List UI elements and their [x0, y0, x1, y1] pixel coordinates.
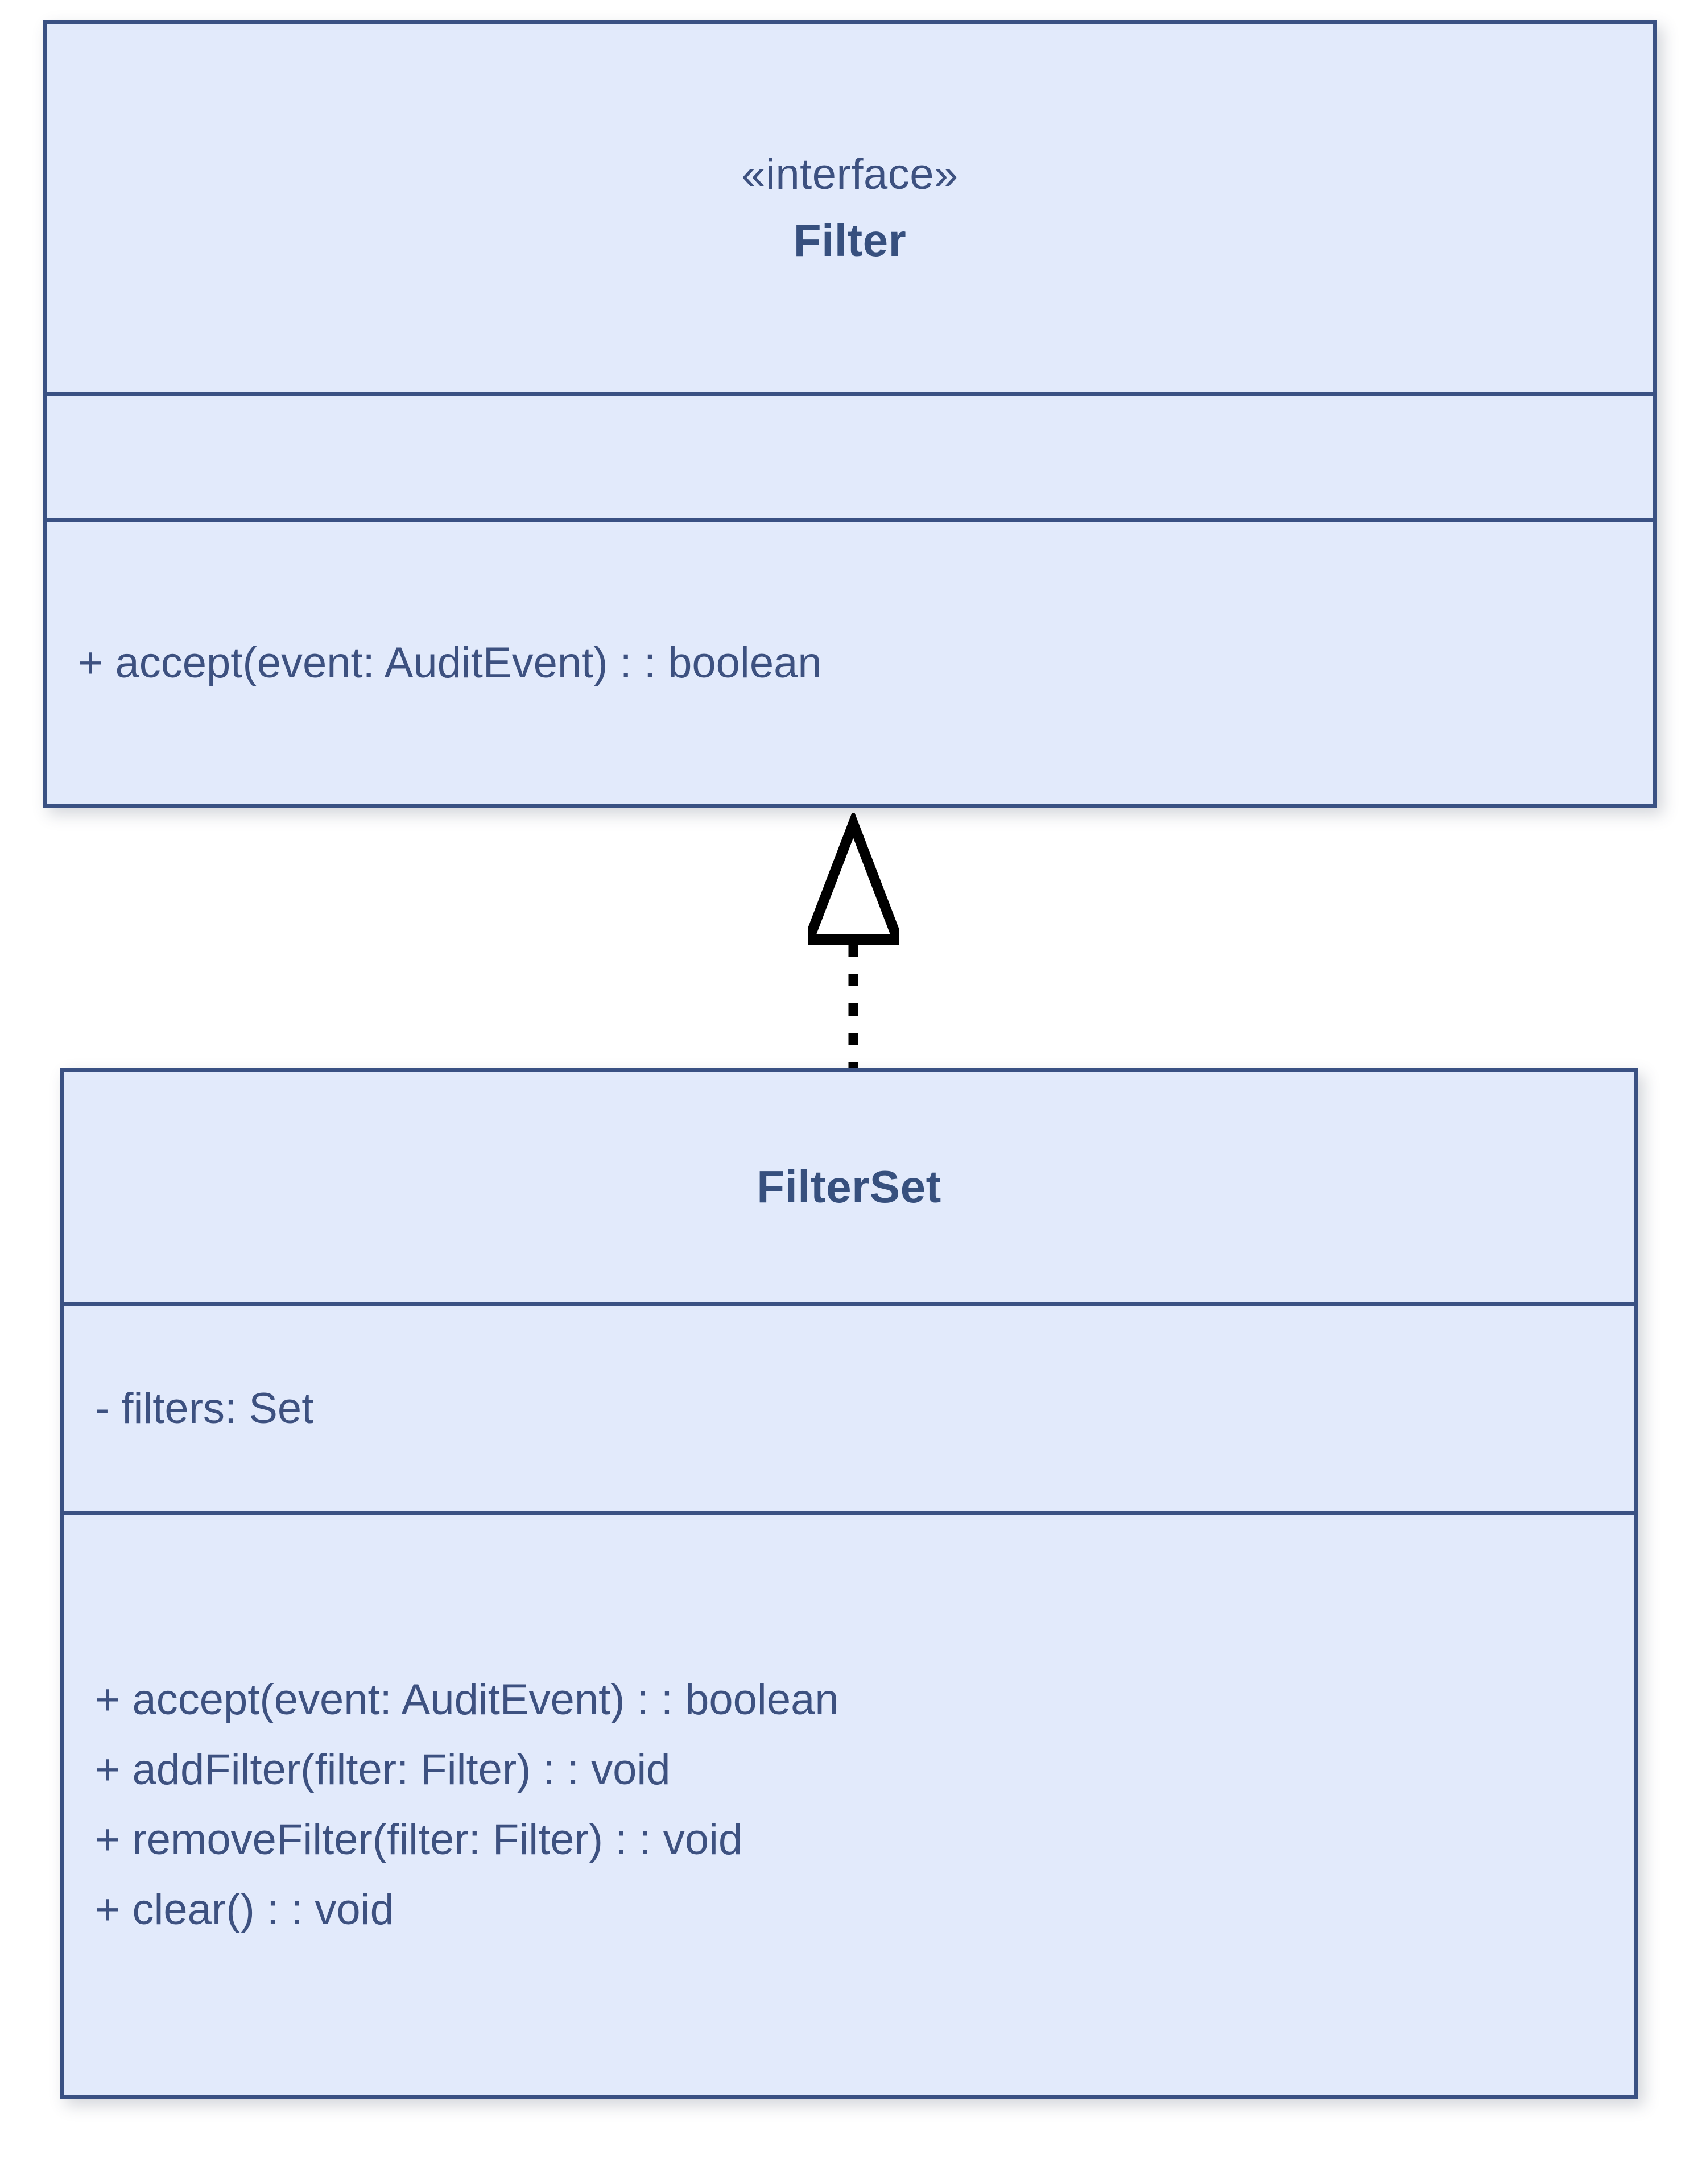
class-filter-method-accept: + accept(event: AuditEvent) : : boolean: [78, 638, 822, 687]
class-filterset-method-accept: + accept(event: AuditEvent) : : boolean: [95, 1675, 839, 1724]
class-filterset-methods-compartment: + accept(event: AuditEvent) : : boolean …: [64, 1515, 1634, 2095]
class-filter-header-compartment: «interface» Filter: [47, 24, 1653, 396]
class-filterset-attribute-filters: - filters: Set: [95, 1384, 314, 1433]
uml-class-filterset[interactable]: FilterSet - filters: Set + accept(event:…: [60, 1068, 1638, 2099]
class-filterset-method-addfilter: + addFilter(filter: Filter) : : void: [95, 1745, 671, 1794]
class-filter-name: Filter: [793, 214, 907, 266]
realization-connector-filterset-to-filter: [808, 813, 899, 1075]
class-filter-attributes-compartment: [47, 396, 1653, 522]
class-filterset-attributes-compartment: - filters: Set: [64, 1306, 1634, 1515]
class-filter-methods-compartment: + accept(event: AuditEvent) : : boolean: [47, 522, 1653, 804]
class-filterset-name: FilterSet: [757, 1161, 941, 1212]
uml-class-filter[interactable]: «interface» Filter + accept(event: Audit…: [43, 20, 1657, 808]
class-filter-stereotype: «interface»: [741, 150, 959, 199]
class-filterset-header-compartment: FilterSet: [64, 1072, 1634, 1306]
class-filterset-method-clear: + clear() : : void: [95, 1885, 394, 1934]
class-filterset-method-removefilter: + removeFilter(filter: Filter) : : void: [95, 1815, 743, 1864]
hollow-triangle-arrowhead: [808, 813, 899, 945]
